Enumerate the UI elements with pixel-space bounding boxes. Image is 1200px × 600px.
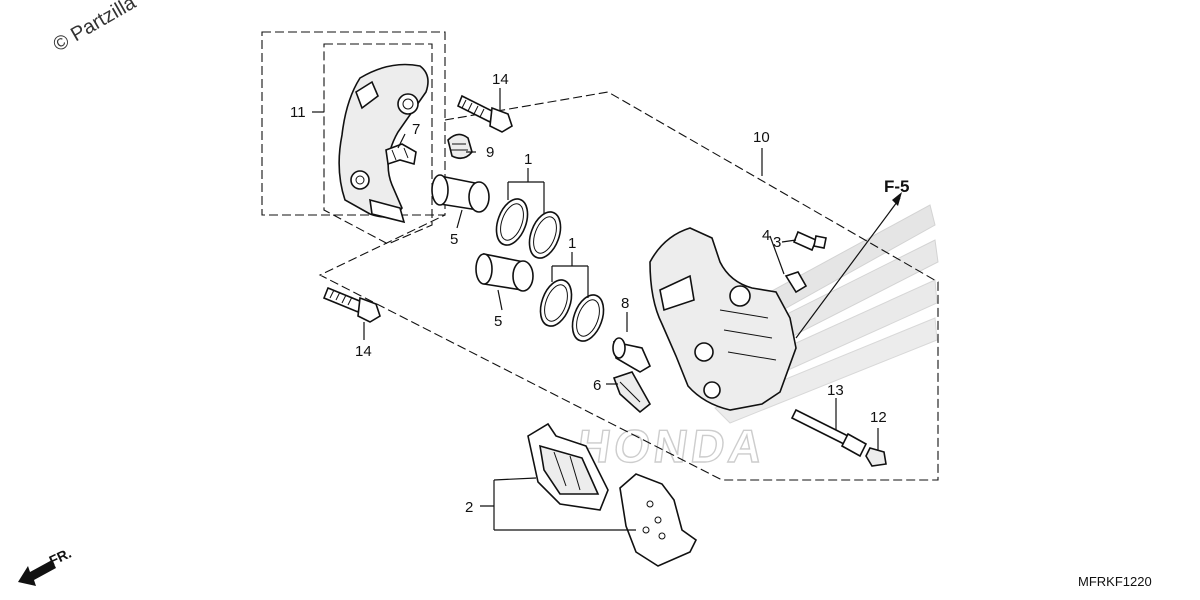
slide-pin [790,408,868,458]
bracket-inner-outline [323,43,433,245]
callout-6: 6 [593,377,601,394]
watermark: © Partzilla [50,0,141,56]
front-direction-label: FR. [47,545,74,569]
mounting-bolt-lower [322,286,381,323]
callout-13: 13 [827,382,844,399]
callout-1-lower: 1 [568,235,576,252]
callout-7: 7 [412,121,420,138]
piston-seal-set-upper [495,198,562,259]
front-arrow-icon [18,560,56,586]
callout-12: 12 [870,409,887,426]
mounting-bolt-upper [456,94,513,133]
callout-9: 9 [486,144,494,161]
leader-lines [312,88,902,531]
callout-3: 3 [773,234,781,251]
callout-10: 10 [753,129,770,146]
piston-seal-set-lower [539,279,605,342]
callout-14-upper: 14 [492,71,509,88]
piston-lower [475,253,534,292]
piston-upper [431,174,490,213]
caliper-bracket [338,63,429,224]
pin-boot [447,133,473,160]
pad-retainer [612,371,652,414]
callout-1-upper: 1 [524,151,532,168]
bleeder-screw [792,230,827,252]
pin-plug [865,447,887,467]
caliper-pin [612,337,652,373]
brake-pad-outer [619,473,698,567]
callout-14-lower: 14 [355,343,372,360]
diagram-reference-code: MFRKF1220 [1078,574,1152,589]
callout-8: 8 [621,295,629,312]
callout-5-lower: 5 [494,313,502,330]
figure-reference-label: F-5 [884,177,910,196]
pad-spring [385,143,417,166]
callout-labels: 14 11 7 9 1 10 5 1 3 4 8 5 14 6 13 12 2 [290,71,887,516]
callout-4: 4 [762,227,770,244]
honda-logo-text: HONDA [574,420,770,472]
front-direction-indicator: FR. [18,545,74,586]
caliper-body [649,227,797,411]
brake-pad-inner [527,422,609,511]
callout-5-upper: 5 [450,231,458,248]
callout-11: 11 [290,104,306,121]
caliper-assembly-outline [318,91,939,481]
callout-2: 2 [465,499,473,516]
bleeder-cap [784,271,808,294]
